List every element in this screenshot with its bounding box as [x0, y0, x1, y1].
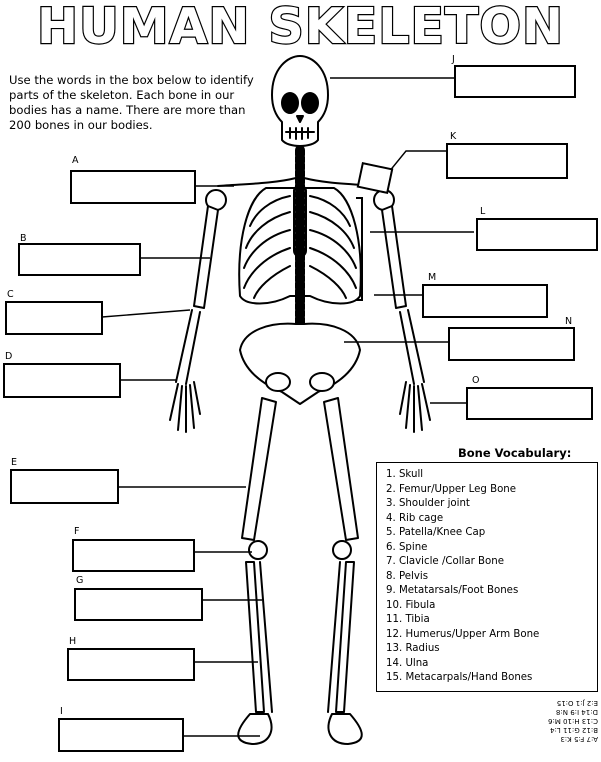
vocab-item: 14. Ulna [386, 657, 429, 669]
vocab-item: 3. Shoulder joint [386, 498, 470, 509]
answer-box-d[interactable] [3, 363, 121, 398]
vocab-item: 11. Tibia [386, 614, 430, 625]
label-f: F [74, 526, 80, 537]
label-b: B [20, 233, 27, 244]
instructions: Use the words in the box below to identi… [9, 73, 254, 132]
label-m: M [428, 272, 437, 283]
label-l: L [480, 206, 486, 217]
label-d: D [5, 351, 13, 362]
skull [271, 55, 329, 147]
answer-box-a[interactable] [70, 170, 196, 204]
answer-box-o[interactable] [466, 387, 593, 420]
answer-box-g[interactable] [74, 588, 203, 621]
answer-box-m[interactable] [422, 284, 548, 318]
label-k: K [450, 131, 457, 142]
answer-key-row: D:14 I:9 N:8 [555, 708, 598, 716]
vocab-item: 13. Radius [386, 643, 440, 654]
femur [241, 397, 277, 541]
answer-key-row: C:13 H:10 M:6 [548, 717, 598, 725]
label-j: J [452, 54, 455, 65]
answer-box-e[interactable] [10, 469, 119, 504]
label-c: C [7, 289, 14, 300]
vocab-item: 8. Pelvis [386, 570, 429, 582]
vocabulary-title: Bone Vocabulary: [458, 446, 572, 460]
answer-box-c[interactable] [5, 301, 103, 335]
vocab-item: 15. Metacarpals/Hand Bones [386, 672, 533, 683]
label-h: H [69, 636, 77, 647]
vocab-item: 7. Clavicle /Collar Bone [386, 556, 504, 567]
label-n: N [565, 316, 573, 327]
label-a: A [72, 155, 79, 166]
answer-box-j[interactable] [454, 65, 576, 98]
page-title: HUMAN SKELETON [36, 0, 565, 56]
vocab-item: 10. Fibula [386, 599, 436, 611]
answer-box-n[interactable] [448, 327, 575, 361]
pelvis [239, 322, 361, 405]
answer-box-i[interactable] [58, 718, 184, 752]
vocab-item: 12. Humerus/Upper Arm Bone [386, 628, 540, 640]
label-i: I [60, 706, 63, 717]
answer-box-l[interactable] [476, 218, 598, 251]
answer-box-f[interactable] [72, 539, 195, 572]
vocab-item: 9. Metatarsals/Foot Bones [386, 585, 519, 596]
answer-key-row: E:2 J:1 O:15 [556, 699, 598, 707]
vocab-item: 2. Femur/Upper Leg Bone [386, 483, 517, 495]
answer-key-row: A:7 F:5 K:3 [560, 735, 598, 743]
vocab-item: 5. Patella/Knee Cap [386, 527, 486, 538]
answer-box-k[interactable] [446, 143, 568, 179]
answer-key: A:7 F:5 K:3 B:12 G:11 L:4 C:13 H:10 M:6 … [494, 698, 598, 743]
label-e: E [11, 457, 18, 468]
label-g: G [76, 575, 84, 586]
answer-key-row: B:12 G:11 L:4 [550, 726, 598, 734]
vocabulary-box: 1. Skull 2. Femur/Upper Leg Bone 3. Shou… [376, 462, 598, 692]
answer-box-h[interactable] [67, 648, 195, 681]
answer-box-b[interactable] [18, 243, 141, 276]
label-o: O [472, 375, 480, 386]
vocab-item: 1. Skull [386, 469, 424, 480]
vocab-item: 6. Spine [386, 541, 428, 553]
vocab-item: 4. Rib cage [386, 512, 444, 524]
